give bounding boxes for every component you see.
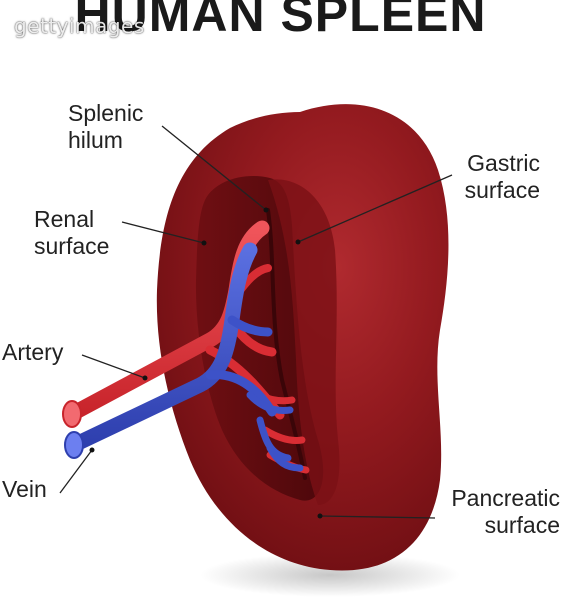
label-renal-surface: Renal surface xyxy=(34,206,110,259)
leader-gastric-surface xyxy=(297,174,453,243)
leader-vein xyxy=(59,449,93,494)
watermark: gettyimages xyxy=(14,14,145,38)
leader-lines xyxy=(59,125,453,519)
leader-splenic-hilum xyxy=(161,125,267,211)
label-artery: Artery xyxy=(2,339,64,365)
label-vein: Vein xyxy=(2,476,47,502)
label-pancreatic-surface: Pancreatic surface xyxy=(451,485,560,538)
leader-renal-surface xyxy=(121,221,205,244)
leader-pancreatic-surface xyxy=(319,515,436,519)
spleen-shadow xyxy=(200,553,460,597)
leader-artery xyxy=(81,354,146,379)
label-splenic-hilum: Splenic hilum xyxy=(68,100,144,153)
gastric-surface-area xyxy=(268,179,340,505)
vein-vessel xyxy=(64,242,304,472)
page-title: HUMAN SPLEEN xyxy=(74,0,487,42)
hilum-groove xyxy=(266,208,307,480)
label-gastric-surface: Gastric surface xyxy=(464,150,540,203)
leader-dots xyxy=(89,207,323,519)
